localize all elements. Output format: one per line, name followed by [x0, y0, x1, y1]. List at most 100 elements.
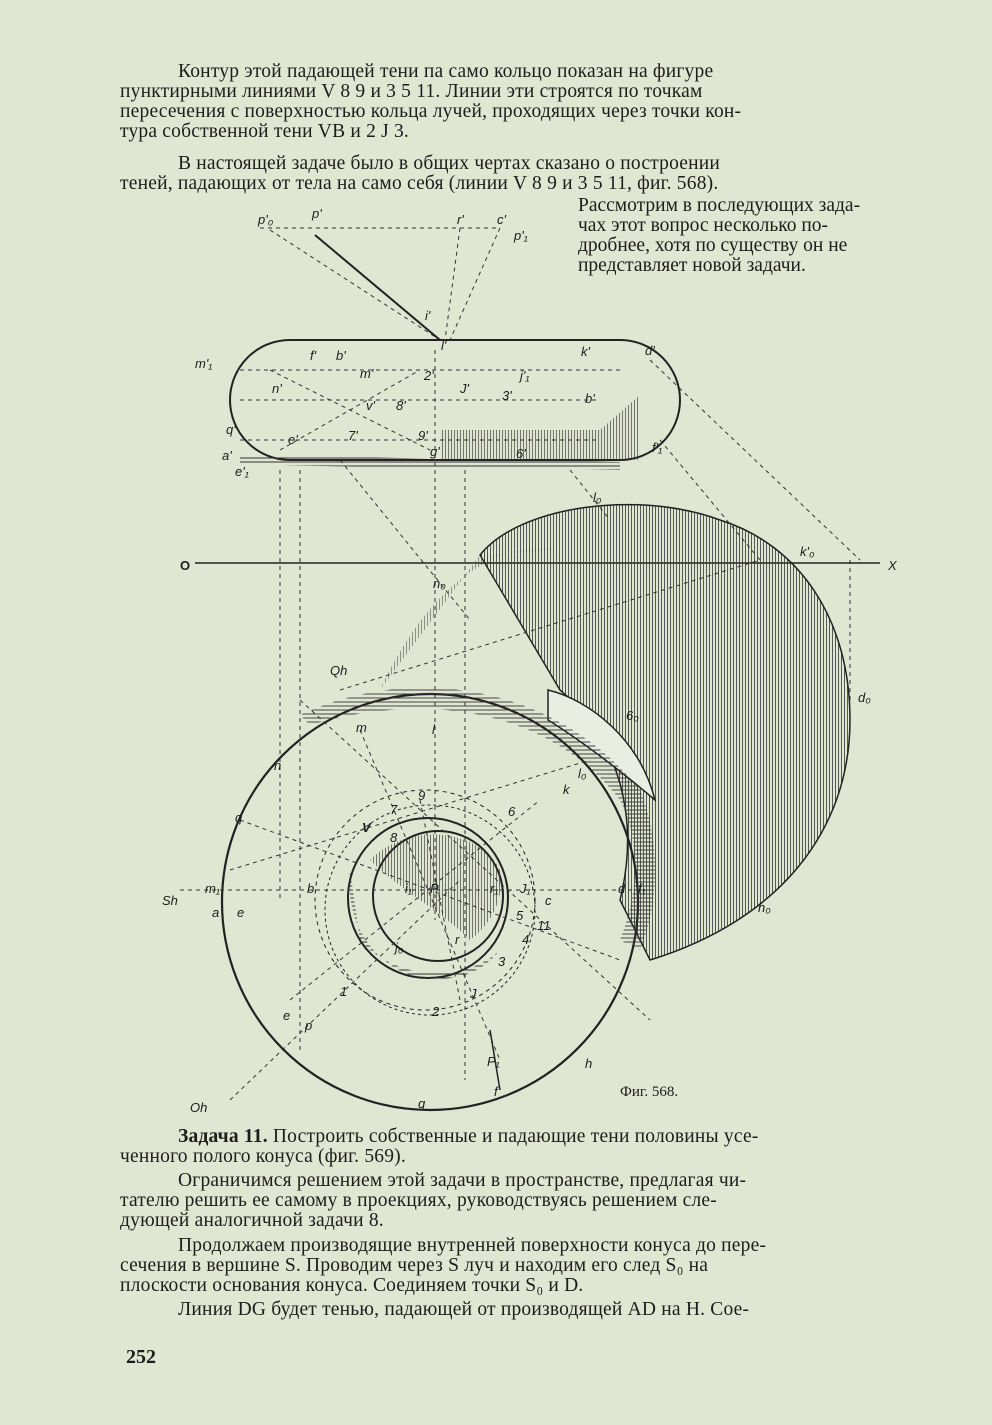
figure-label: m₁ — [205, 881, 220, 896]
figure-label: k — [563, 782, 571, 797]
figure-label: f₁ — [638, 881, 646, 896]
text-line: представляет новой задачи. — [578, 255, 806, 276]
text-line: Рассмотрим в последующих зада- — [578, 195, 861, 216]
figure-label: P — [430, 881, 439, 896]
page-number: 252 — [126, 1346, 156, 1368]
figure-label: Oh — [190, 1100, 207, 1115]
figure-labels: p'₀ p' r' c' p'₁ i' m'₁ f' b' l' k' d' m… — [162, 206, 898, 1115]
figure-label: Sh — [162, 893, 178, 908]
figure-label: a' — [222, 448, 232, 463]
task-title: Задача 11. — [178, 1126, 268, 1147]
figure-label: m — [356, 720, 367, 735]
figure-label: e'₁ — [235, 464, 249, 479]
text-line: ченного полого конуса (фиг. 569). — [120, 1146, 406, 1167]
axis-label-o: O — [180, 558, 190, 573]
figure-label: 7 — [390, 802, 398, 817]
figure-label: J — [469, 986, 477, 1001]
figure-label: 11 — [537, 918, 551, 933]
figure-label: l₀ — [578, 766, 587, 781]
figure-label: b — [307, 881, 314, 896]
task-title-rest: Построить собственные и падающие тени по… — [267, 1126, 759, 1147]
text-line: Продолжаем производящие внутренней повер… — [178, 1235, 767, 1256]
figure-label: v' — [366, 398, 376, 413]
figure-label: d' — [645, 343, 655, 358]
paragraph-space-solution: Ограничимся решением этой задачи в прост… — [120, 1170, 948, 1231]
figure-label: 2' — [423, 368, 434, 383]
figure-label: e — [283, 1008, 290, 1023]
figure-label: n' — [272, 381, 282, 396]
figure-label: h₀ — [758, 900, 771, 915]
text-line: дующей аналогичной задачи 8. — [120, 1210, 384, 1231]
figure-label: q — [235, 810, 243, 825]
text-line: чах этот вопрос несколько по- — [578, 215, 829, 236]
figure-label: p'₀ — [257, 212, 274, 227]
figure-label: 8 — [390, 830, 398, 845]
text-line: сечения в вершине S. Проводим через S лу… — [120, 1255, 709, 1276]
text-line: теней, падающих от тела на само себя (ли… — [120, 173, 719, 194]
figure-label: 3 — [498, 954, 506, 969]
figure-label: f'₁ — [652, 440, 662, 455]
paragraph-shadow-contour: Контур этой падающей тени па само кольцо… — [120, 61, 948, 142]
figure-label: a — [212, 905, 219, 920]
figure-label: g — [418, 1096, 426, 1111]
figure-label: i₁ — [405, 881, 412, 896]
figure-label: l' — [441, 338, 447, 353]
figure-label: f' — [310, 348, 317, 363]
figure-label: e' — [288, 432, 298, 447]
paragraph-further-consideration: Рассмотрим в последующих зада- чах этот … — [578, 196, 948, 276]
paragraph-generators: Продолжаем производящие внутренней повер… — [120, 1235, 948, 1296]
text-line: Контур этой падающей тени па само кольцо… — [178, 61, 714, 82]
figure-label: r' — [457, 212, 464, 227]
figure-label: n — [274, 758, 281, 773]
figure-label: 9 — [418, 788, 425, 803]
figure-label: 1 — [340, 984, 347, 999]
figure-label: g' — [430, 444, 440, 459]
figure-label: m'₁ — [195, 356, 212, 371]
figure-label: 2 — [431, 1004, 440, 1019]
figure-label: l — [432, 722, 436, 737]
task-11: Задача 11. Построить собственные и падаю… — [120, 1126, 948, 1167]
figure-label: p'₁ — [513, 228, 528, 243]
paragraph-self-shadow: В настоящей задаче было в общих чертах с… — [120, 153, 948, 194]
figure-label: r — [455, 932, 460, 947]
text-line: дробнее, хотя по существу он не — [578, 235, 848, 256]
figure-label: j'₁ — [518, 368, 529, 383]
figure-label: c — [545, 893, 552, 908]
text-line: плоскости основания конуса. Соединяем то… — [120, 1275, 584, 1296]
figure-label: b' — [336, 348, 346, 363]
text-line: тура собственной тени VB и 2 J 3. — [120, 121, 409, 142]
figure-label: f — [494, 1084, 499, 1099]
figure-label: 9' — [418, 428, 428, 443]
figure-label: 6₀ — [626, 708, 639, 723]
figure-label: i' — [425, 308, 431, 323]
figure-label: 8' — [396, 398, 406, 413]
axis-label-x: X — [887, 558, 898, 573]
figure-label: p' — [311, 206, 322, 221]
figure-label: J' — [459, 381, 470, 396]
figure-label: 5 — [516, 908, 524, 923]
figure-label: b' — [585, 391, 595, 406]
figure-caption: Фиг. 568. — [620, 1084, 678, 1100]
figure-label: r₁ — [490, 881, 498, 896]
figure-label: h — [585, 1056, 592, 1071]
figure-label: d₀ — [858, 690, 871, 705]
text-line: Ограничимся решением этой задачи в прост… — [178, 1170, 747, 1191]
figure-label: j₀ — [393, 940, 404, 955]
figure-label: c' — [497, 212, 507, 227]
paragraph-line-dg: Линия DG будет тенью, падающей от произв… — [178, 1300, 948, 1320]
text-line: Линия DG будет тенью, падающей от произв… — [178, 1299, 750, 1320]
figure-label: l₀ — [593, 490, 602, 505]
text-line: тателю решить ее самому в проекциях, рук… — [120, 1190, 717, 1211]
figure-label: V — [362, 820, 372, 835]
figure-label: 6' — [516, 446, 526, 461]
figure-label: J₁ — [519, 881, 531, 896]
text-line: В настоящей задаче было в общих чертах с… — [178, 153, 721, 174]
figure-label: k' — [581, 344, 591, 359]
figure-label: k'₀ — [800, 544, 815, 559]
figure-label: q' — [226, 422, 236, 437]
front-view — [180, 503, 851, 1112]
figure-label: 4 — [522, 932, 529, 947]
figure-label: n₀ — [433, 576, 446, 591]
